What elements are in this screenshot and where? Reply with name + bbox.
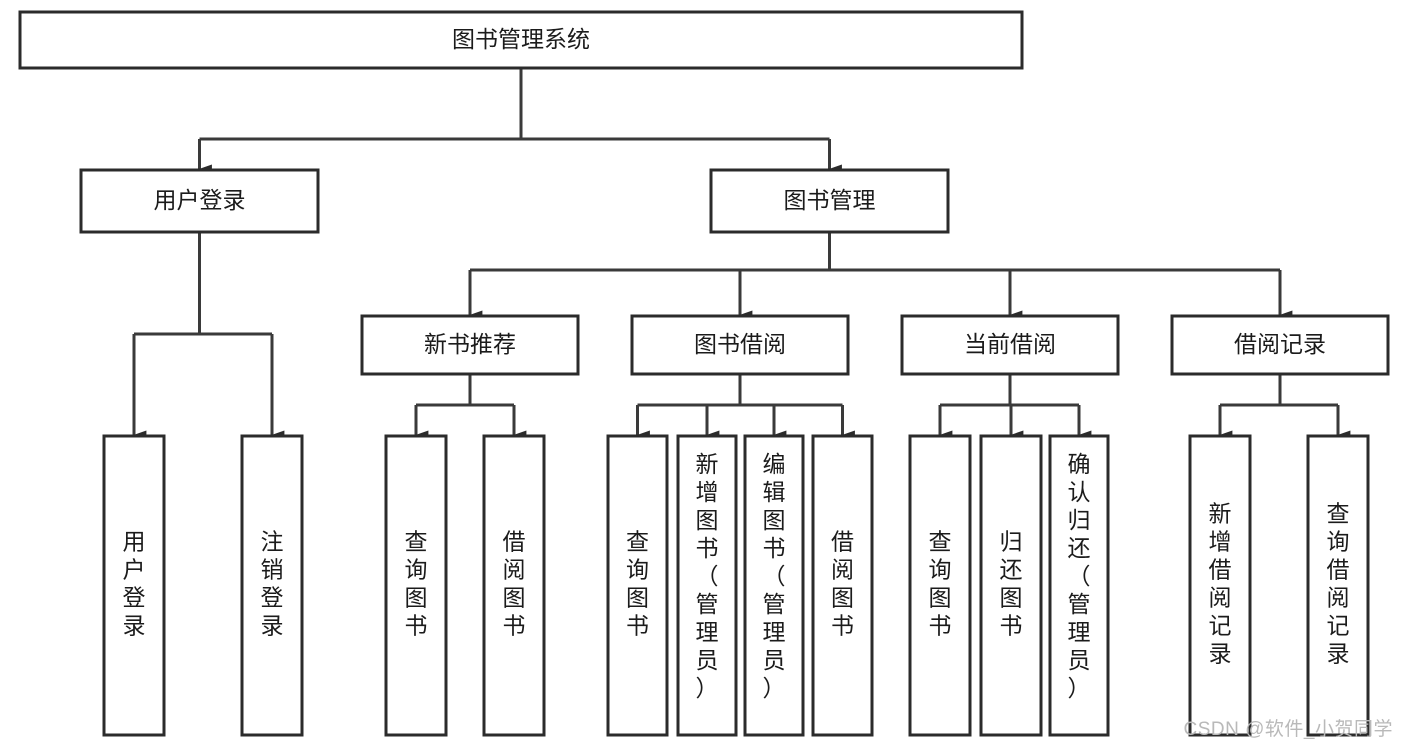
node-leaf-user-login[interactable]: 用户登录 xyxy=(102,434,166,737)
node-root[interactable]: 图书管理系统 xyxy=(18,10,1024,70)
node-label-leaf-logout-login: 注销登录 xyxy=(261,529,284,639)
node-new-book-recommend[interactable]: 新书推荐 xyxy=(360,314,580,376)
node-label-user-login: 用户登录 xyxy=(154,187,246,213)
node-box-leaf-borrow-book-bb xyxy=(811,434,874,737)
node-box-leaf-logout-login xyxy=(240,434,304,737)
edges-layer xyxy=(132,68,1351,440)
connector-bookborrow-to-leaves xyxy=(636,374,855,440)
node-label-leaf-confirm-return-admin: 确认归还（管理员） xyxy=(1068,451,1091,701)
connector-root-to-level2 xyxy=(198,68,842,174)
node-box-leaf-query-borrow-record xyxy=(1306,434,1370,737)
node-label-leaf-edit-book-admin: 编辑图书（管理员） xyxy=(763,451,786,701)
node-label-current-borrow: 当前借阅 xyxy=(964,331,1056,357)
connector-newbook-to-leaves xyxy=(414,374,527,440)
node-box-book-manage xyxy=(709,168,950,234)
node-leaf-edit-book-admin[interactable]: 编辑图书（管理员） xyxy=(743,434,805,737)
node-label-new-book-recommend: 新书推荐 xyxy=(424,331,516,357)
node-box-new-book-recommend xyxy=(360,314,580,376)
node-box-leaf-query-book-nb xyxy=(384,434,448,737)
node-label-leaf-return-book: 归还图书 xyxy=(1000,529,1023,639)
node-label-root: 图书管理系统 xyxy=(452,26,590,52)
node-label-book-manage: 图书管理 xyxy=(784,187,876,213)
node-label-leaf-borrow-book-nb: 借阅图书 xyxy=(503,529,526,639)
node-box-leaf-borrow-book-nb xyxy=(482,434,546,737)
connector-currentborrow-to-leaves xyxy=(938,374,1092,440)
node-leaf-return-book[interactable]: 归还图书 xyxy=(979,434,1043,737)
node-leaf-query-borrow-record[interactable]: 查询借阅记录 xyxy=(1306,434,1370,737)
connector-bookmanage-to-level3 xyxy=(468,232,1293,320)
node-leaf-query-book-bb[interactable]: 查询图书 xyxy=(606,434,669,737)
node-box-borrow-record xyxy=(1170,314,1390,376)
node-leaf-confirm-return-admin[interactable]: 确认归还（管理员） xyxy=(1048,434,1110,737)
node-book-borrow[interactable]: 图书借阅 xyxy=(630,314,850,376)
node-box-root xyxy=(18,10,1024,70)
node-borrow-record[interactable]: 借阅记录 xyxy=(1170,314,1390,376)
node-label-borrow-record: 借阅记录 xyxy=(1234,331,1326,357)
node-leaf-logout-login[interactable]: 注销登录 xyxy=(240,434,304,737)
node-box-leaf-add-book-admin xyxy=(676,434,738,737)
node-leaf-add-book-admin[interactable]: 新增图书（管理员） xyxy=(676,434,738,737)
node-box-leaf-edit-book-admin xyxy=(743,434,805,737)
node-label-leaf-add-book-admin: 新增图书（管理员） xyxy=(696,451,719,701)
node-box-leaf-return-book xyxy=(979,434,1043,737)
node-label-leaf-query-book-nb: 查询图书 xyxy=(405,529,428,639)
node-label-leaf-query-book-cb: 查询图书 xyxy=(929,529,952,639)
node-box-leaf-add-borrow-record xyxy=(1188,434,1252,737)
node-box-leaf-query-book-cb xyxy=(908,434,972,737)
node-leaf-query-book-nb[interactable]: 查询图书 xyxy=(384,434,448,737)
nodes-layer: 图书管理系统用户登录图书管理新书推荐图书借阅当前借阅借阅记录用户登录注销登录查询… xyxy=(18,10,1390,737)
node-box-leaf-query-book-bb xyxy=(606,434,669,737)
node-current-borrow[interactable]: 当前借阅 xyxy=(900,314,1120,376)
node-label-leaf-query-book-bb: 查询图书 xyxy=(626,529,649,639)
node-label-leaf-query-borrow-record: 查询借阅记录 xyxy=(1327,501,1350,667)
node-box-leaf-user-login xyxy=(102,434,166,737)
node-label-leaf-user-login: 用户登录 xyxy=(123,529,146,639)
csdn-watermark: CSDN @软件_小贺同学 xyxy=(1183,719,1393,740)
node-leaf-add-borrow-record[interactable]: 新增借阅记录 xyxy=(1188,434,1252,737)
node-box-current-borrow xyxy=(900,314,1120,376)
node-label-book-borrow: 图书借阅 xyxy=(694,331,786,357)
node-box-user-login xyxy=(79,168,320,234)
node-leaf-query-book-cb[interactable]: 查询图书 xyxy=(908,434,972,737)
connector-borrowrecord-to-leaves xyxy=(1218,374,1351,440)
node-box-leaf-confirm-return-admin xyxy=(1048,434,1110,737)
node-book-manage[interactable]: 图书管理 xyxy=(709,168,950,234)
node-label-leaf-borrow-book-bb: 借阅图书 xyxy=(831,529,854,639)
node-leaf-borrow-book-nb[interactable]: 借阅图书 xyxy=(482,434,546,737)
node-leaf-borrow-book-bb[interactable]: 借阅图书 xyxy=(811,434,874,737)
node-box-book-borrow xyxy=(630,314,850,376)
node-user-login[interactable]: 用户登录 xyxy=(79,168,320,234)
node-label-leaf-add-borrow-record: 新增借阅记录 xyxy=(1209,501,1232,667)
connector-userlogin-to-leaves xyxy=(132,232,285,440)
